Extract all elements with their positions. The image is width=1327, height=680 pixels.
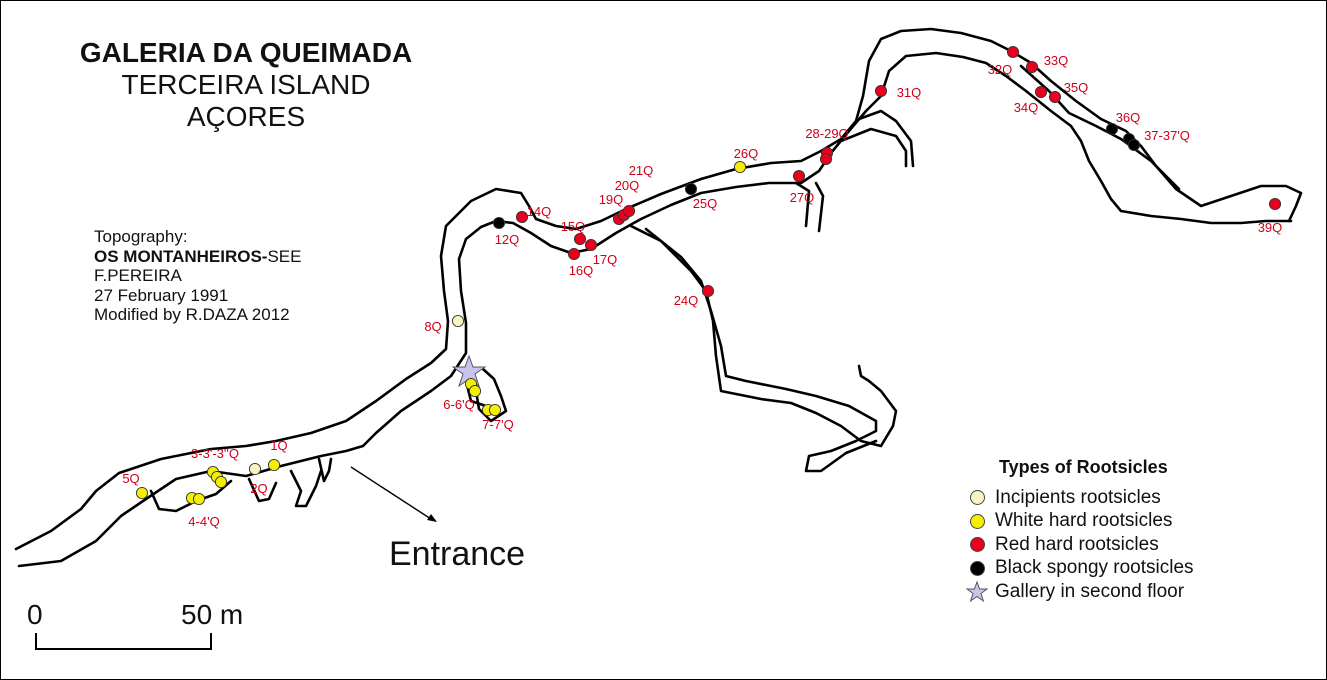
sample-label-3-3-3-q: 3-3'-3''Q xyxy=(191,446,239,461)
sample-label-37-37-q: 37-37'Q xyxy=(1144,128,1190,143)
red-dot-icon xyxy=(969,537,985,553)
sample-marker-1q xyxy=(267,458,281,472)
sample-marker-27q xyxy=(792,169,806,183)
sample-label-27q: 27Q xyxy=(790,190,815,205)
sample-label-28-29q: 28-29Q xyxy=(805,126,848,141)
legend-label: White hard rootsicles xyxy=(995,510,1173,532)
sample-label-21q: 21Q xyxy=(629,163,654,178)
credits-modified: Modified by R.DAZA 2012 xyxy=(94,305,290,324)
sample-label-36q: 36Q xyxy=(1116,110,1141,125)
white-dot-icon xyxy=(969,513,985,529)
sample-marker-16q xyxy=(567,247,581,261)
sample-marker-31q xyxy=(874,84,888,98)
legend-label: Black spongy rootsicles xyxy=(995,557,1194,579)
sample-label-14q: 14Q xyxy=(527,204,552,219)
scale-zero-label: 0 xyxy=(27,599,43,630)
sample-label-2q: 2Q xyxy=(250,481,267,496)
sample-marker-33q xyxy=(1025,60,1039,74)
legend-item-black: Black spongy rootsicles xyxy=(959,557,1299,581)
sample-marker-32q xyxy=(1006,45,1020,59)
incipient-dot-icon xyxy=(969,490,985,506)
sample-label-15q: 15Q xyxy=(561,219,586,234)
sample-label-33q: 33Q xyxy=(1044,53,1069,68)
map-title: GALERIA DA QUEIMADA TERCEIRA ISLAND AÇOR… xyxy=(71,37,421,133)
legend-title: Types of Rootsicles xyxy=(999,457,1168,477)
credits-date: 27 February 1991 xyxy=(94,285,229,305)
credits-label: Topography: xyxy=(94,227,188,246)
sample-marker-7-7-q-2 xyxy=(488,403,502,417)
sample-label-25q: 25Q xyxy=(693,196,718,211)
sample-label-24q: 24Q xyxy=(674,293,699,308)
sample-marker-2q xyxy=(248,462,262,476)
sample-label-31q: 31Q xyxy=(897,85,922,100)
sample-marker-3-3-3-q-3 xyxy=(214,475,228,489)
sample-marker-21q xyxy=(622,204,636,218)
sample-label-7-7-q: 7-7'Q xyxy=(482,417,513,432)
sample-marker-39q xyxy=(1268,197,1282,211)
sample-marker-15q xyxy=(573,232,587,246)
title-line-3: AÇORES xyxy=(186,101,306,132)
title-line-2: TERCEIRA ISLAND xyxy=(121,69,371,100)
scale-fifty-label: 50 m xyxy=(181,599,244,630)
sample-label-34q: 34Q xyxy=(1014,100,1039,115)
sample-marker-34q xyxy=(1034,85,1048,99)
sample-marker-6-6-q-2 xyxy=(468,384,482,398)
sample-marker-5q xyxy=(135,486,149,500)
sample-label-20q: 20Q xyxy=(615,178,640,193)
sample-label-16q: 16Q xyxy=(569,263,594,278)
sample-marker-37-37-q-2 xyxy=(1127,138,1141,152)
sample-label-32q: 32Q xyxy=(988,62,1013,77)
entrance-arrow xyxy=(350,466,437,522)
credits-org: OS MONTANHEIROS-SEE xyxy=(94,247,302,267)
entrance-label: Entrance xyxy=(389,535,526,573)
black-dot-icon xyxy=(969,560,985,576)
legend: Types of Rootsicles Incipients rootsicle… xyxy=(959,457,1299,604)
sample-marker-8q xyxy=(451,314,465,328)
legend-item-white: White hard rootsicles xyxy=(959,510,1299,534)
legend-label: Gallery in second floor xyxy=(995,580,1185,602)
credits-author: F.PEREIRA xyxy=(94,266,182,285)
sample-marker-28-29q-2 xyxy=(819,152,833,166)
sample-marker-17q xyxy=(584,238,598,252)
sample-marker-14q xyxy=(515,210,529,224)
title-line-1: GALERIA DA QUEIMADA xyxy=(79,37,413,68)
sample-label-12q: 12Q xyxy=(495,232,520,247)
sample-label-4-4-q: 4-4'Q xyxy=(188,514,219,529)
legend-item-incipient: Incipients rootsicles xyxy=(959,486,1299,510)
legend-item-red: Red hard rootsicles xyxy=(959,533,1299,557)
legend-label: Red hard rootsicles xyxy=(995,533,1159,555)
sample-label-35q: 35Q xyxy=(1064,80,1089,95)
scale-bar xyxy=(35,633,212,650)
sample-label-8q: 8Q xyxy=(424,319,441,334)
sample-label-5q: 5Q xyxy=(122,471,139,486)
legend-label: Incipients rootsicles xyxy=(995,486,1161,508)
sample-label-39q: 39Q xyxy=(1258,220,1283,235)
sample-label-6-6-q: 6-6'Q xyxy=(443,397,474,412)
sample-marker-26q xyxy=(733,160,747,174)
sample-label-26q: 26Q xyxy=(734,146,759,161)
credits-org-bold: OS MONTANHEIROS- xyxy=(94,246,268,266)
sample-marker-4-4-q-2 xyxy=(192,492,206,506)
legend-item-star: Gallery in second floor xyxy=(959,580,1299,604)
sample-marker-24q xyxy=(701,284,715,298)
sample-marker-36q xyxy=(1105,122,1119,136)
sample-labels: 1Q 2Q 3-3'-3''Q 4-4'Q 5Q 6-6'Q 7-7'Q 8Q 12Q 14Q 15… xyxy=(122,53,1282,529)
sample-label-17q: 17Q xyxy=(593,252,618,267)
star-icon xyxy=(966,580,988,603)
sample-marker-25q xyxy=(684,182,698,196)
survey-credits: Topography: OS MONTANHEIROS-SEE F.PEREIR… xyxy=(94,227,302,325)
sample-marker-12q xyxy=(492,216,506,230)
credits-org-rest: SEE xyxy=(267,246,302,266)
sample-label-1q: 1Q xyxy=(270,438,287,453)
sample-label-19q: 19Q xyxy=(599,192,624,207)
sample-markers xyxy=(135,45,1282,506)
sample-marker-35q xyxy=(1048,90,1062,104)
